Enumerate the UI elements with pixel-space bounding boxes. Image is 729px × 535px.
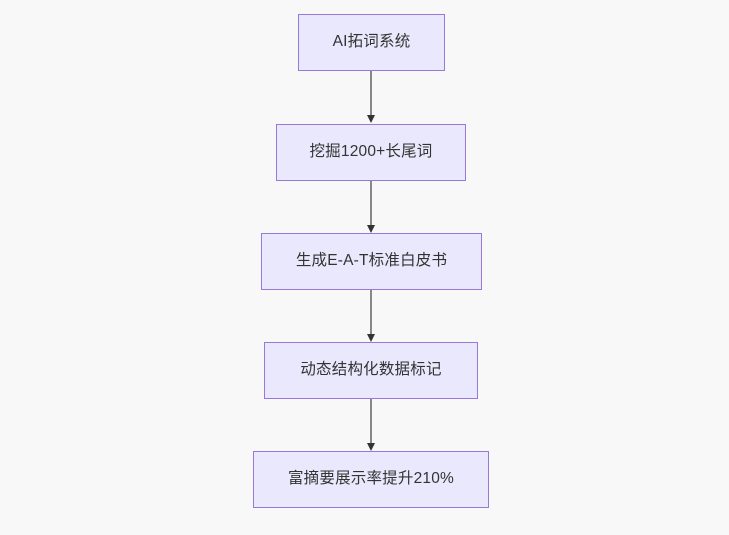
flow-node-ai-keyword-system[interactable]: AI拓词系统: [298, 14, 445, 71]
connector-arrowhead-3: [366, 334, 375, 342]
connector-arrowhead-1: [366, 115, 375, 123]
flow-node-label: 动态结构化数据标记: [300, 361, 442, 379]
flow-node-label: AI拓词系统: [332, 33, 411, 51]
connector-arrowhead-2: [366, 225, 375, 233]
connector-line-2: [370, 181, 372, 226]
flow-node-label: 生成E-A-T标准白皮书: [295, 252, 448, 270]
connector-line-4: [370, 399, 372, 444]
flow-node-label: 富摘要展示率提升210%: [287, 470, 455, 488]
flow-node-generate-eat-whitepaper[interactable]: 生成E-A-T标准白皮书: [261, 233, 482, 290]
flow-node-mine-longtail-keywords[interactable]: 挖掘1200+长尾词: [276, 124, 466, 181]
flow-node-dynamic-structured-data-markup[interactable]: 动态结构化数据标记: [264, 342, 478, 399]
connector-line-1: [370, 71, 372, 116]
flow-node-rich-snippet-impression-uplift[interactable]: 富摘要展示率提升210%: [253, 451, 489, 508]
connector-line-3: [370, 290, 372, 335]
connector-arrowhead-4: [366, 443, 375, 451]
flow-node-label: 挖掘1200+长尾词: [309, 143, 433, 161]
